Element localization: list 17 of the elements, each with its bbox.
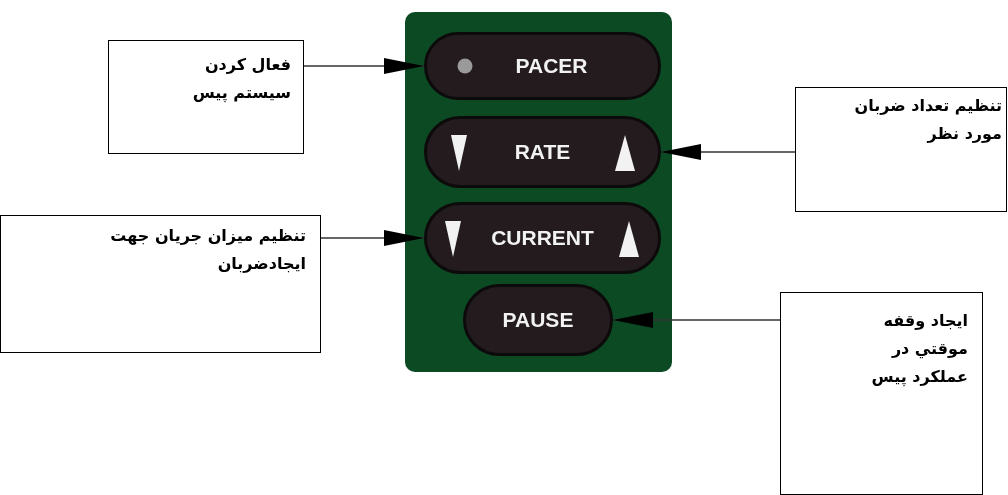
callout-text: تنظیم تعداد ضربان مورد نظر [853, 95, 1002, 145]
callout-box [108, 40, 304, 154]
control-panel [405, 12, 672, 372]
arrow [612, 312, 781, 328]
button-text: RATE [514, 140, 571, 164]
callout-text: تنظیم میزان جریان جهت ایجادضربان [109, 225, 306, 275]
callout-text: فعال کردن سیستم پیس [191, 54, 291, 104]
arrow [660, 144, 796, 160]
callout-text: ایجاد وقفه موقتي در عملکرد پیس [870, 310, 968, 388]
button-text: CURRENT [491, 226, 594, 250]
button-text: PAUSE [502, 308, 574, 332]
button-text: PACER [515, 54, 588, 78]
arrow [303, 58, 425, 74]
callout-box [795, 87, 1007, 212]
callout-box [780, 292, 983, 495]
arrow [320, 230, 425, 246]
callout-box [0, 215, 321, 353]
